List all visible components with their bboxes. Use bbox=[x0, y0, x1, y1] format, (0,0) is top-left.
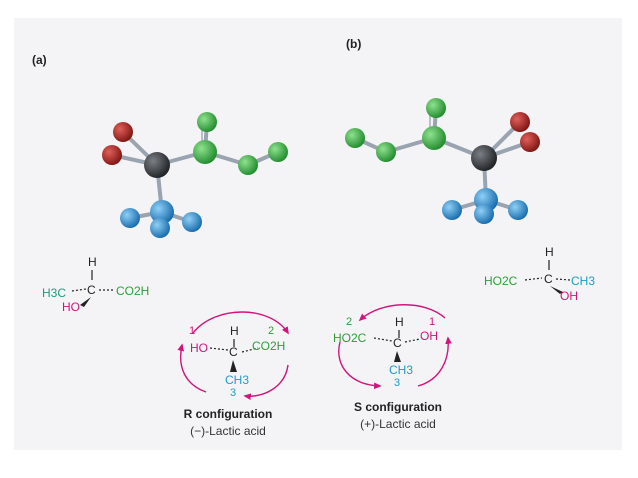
green-atom bbox=[422, 126, 446, 150]
green-atom bbox=[197, 112, 217, 132]
s-subtitle: (+)-Lactic acid bbox=[360, 417, 436, 431]
r-num-right: 2 bbox=[268, 325, 274, 337]
s-h: H bbox=[395, 315, 404, 329]
s-c: C bbox=[393, 336, 402, 350]
formula-a-c: C bbox=[87, 283, 96, 297]
green-atom bbox=[268, 142, 288, 162]
formula-b-c: C bbox=[544, 272, 553, 286]
green-atom bbox=[426, 98, 446, 118]
oxygen-atom bbox=[113, 122, 133, 142]
oxygen-atom bbox=[520, 132, 540, 152]
panel-b-label: (b) bbox=[346, 37, 361, 51]
r-right: CO2H bbox=[252, 339, 285, 353]
oxygen-atom bbox=[510, 112, 530, 132]
formula-b-right: CH3 bbox=[571, 274, 595, 288]
carbon-atom bbox=[144, 152, 170, 178]
blue-atom bbox=[474, 204, 494, 224]
blue-atom bbox=[120, 208, 140, 228]
r-num-left: 1 bbox=[189, 325, 195, 337]
s-bottom: CH3 bbox=[389, 363, 413, 377]
r-left: HO bbox=[190, 341, 208, 355]
carbon-atom bbox=[471, 145, 497, 171]
formula-a-h: H bbox=[88, 255, 97, 269]
molecule-a-model bbox=[102, 112, 288, 238]
s-right: OH bbox=[420, 329, 438, 343]
s-num-bottom: 3 bbox=[394, 377, 400, 389]
s-title: S configuration bbox=[354, 400, 442, 414]
blue-atom bbox=[150, 218, 170, 238]
formula-a: H H3C C CO2H HO bbox=[42, 255, 149, 314]
s-configuration: 2 1 H HO2C C OH CH3 3 S configuration (+… bbox=[333, 304, 452, 431]
s-num-right: 1 bbox=[429, 316, 435, 328]
green-atom bbox=[376, 142, 396, 162]
molecule-b-model bbox=[345, 98, 540, 224]
oxygen-atom bbox=[102, 145, 122, 165]
panel-a-label: (a) bbox=[32, 53, 47, 67]
green-atom bbox=[238, 155, 258, 175]
r-bottom: CH3 bbox=[225, 373, 249, 387]
formula-b: H HO2C C CH3 OH bbox=[484, 245, 595, 303]
blue-atom bbox=[508, 200, 528, 220]
s-num-left: 2 bbox=[346, 316, 352, 328]
formula-a-bottom: HO bbox=[62, 300, 80, 314]
r-c: C bbox=[229, 345, 238, 359]
formula-a-right: CO2H bbox=[116, 284, 149, 298]
blue-atom bbox=[442, 200, 462, 220]
formula-b-bottom: OH bbox=[560, 289, 578, 303]
figure-background bbox=[14, 18, 622, 450]
s-left: HO2C bbox=[333, 331, 367, 345]
blue-atom bbox=[182, 212, 202, 232]
r-title: R configuration bbox=[184, 407, 273, 421]
formula-b-left: HO2C bbox=[484, 274, 518, 288]
r-configuration: 1 2 H HO C CO2H CH3 3 R configuration (−… bbox=[177, 311, 289, 438]
r-subtitle: (−)-Lactic acid bbox=[190, 424, 266, 438]
formula-a-left: H3C bbox=[42, 286, 66, 300]
formula-b-h: H bbox=[545, 245, 554, 259]
green-atom bbox=[193, 140, 217, 164]
blue-atom bbox=[150, 200, 174, 224]
r-h: H bbox=[230, 324, 239, 338]
green-atom bbox=[345, 128, 365, 148]
r-num-bottom: 3 bbox=[230, 387, 236, 399]
